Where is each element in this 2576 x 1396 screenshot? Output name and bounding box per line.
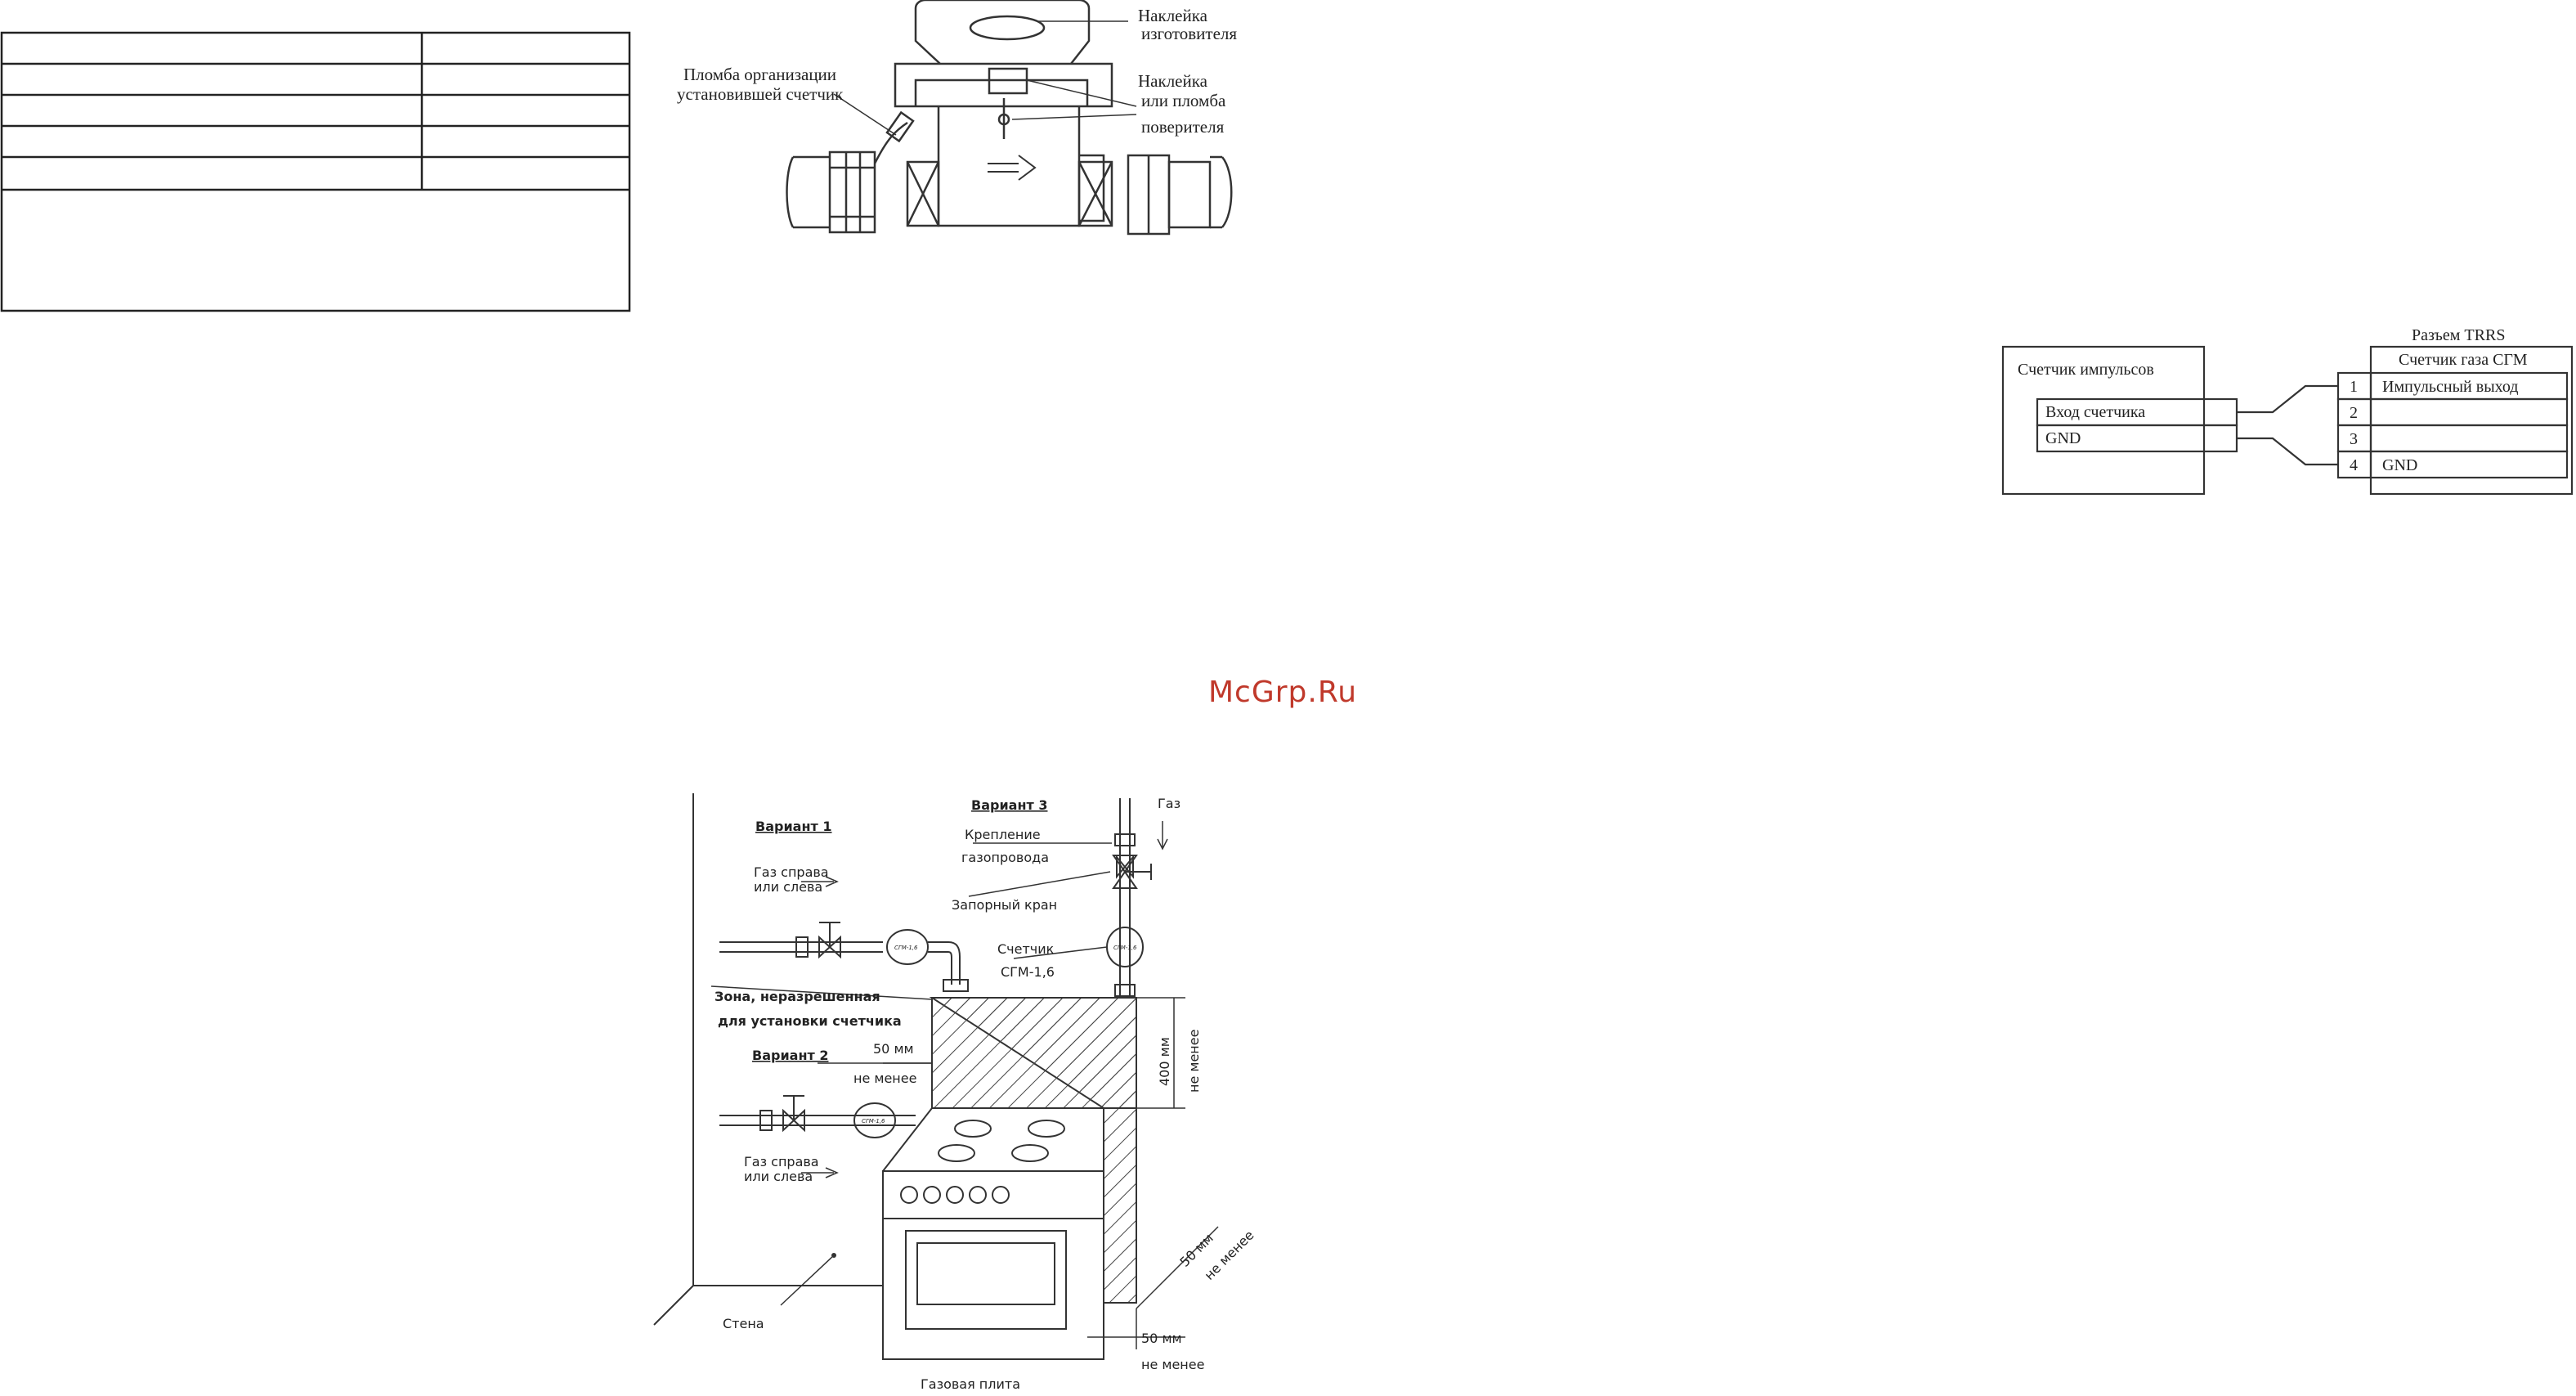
meter-badge-variant-1: СГМ-1,6 (894, 945, 918, 951)
manufacturer-sticker-label-1: Наклейка (1138, 6, 1208, 25)
trrs-pin-1-num: 1 (2350, 378, 2358, 396)
meter-badge-variant-2: СГМ-1,6 (862, 1118, 885, 1124)
variant-2-label: Вариант 2 (752, 1048, 828, 1063)
forbidden-zone-line-2: для установки счетчика (718, 1013, 902, 1029)
gas-label: Газ (1158, 796, 1180, 811)
meter-seal-figure: Наклейка изготовителя Наклейка или пломб… (677, 0, 1237, 236)
empty-table (0, 31, 631, 312)
gas-side-1-line-1: Газ справа (754, 864, 829, 880)
gas-side-2-line-2: или слева (744, 1169, 813, 1184)
trrs-pin-4-label: GND (2382, 456, 2417, 474)
verifier-seal-label-3: поверителя (1141, 117, 1225, 137)
gas-side-1-line-2: или слева (754, 879, 822, 895)
dim-400-line-2: не менее (1186, 1030, 1202, 1093)
pipe-mount-line-1: Крепление (965, 827, 1041, 842)
forbidden-zone-line-1: Зона, неразрешенная (715, 989, 880, 1004)
gas-side-2-line-1: Газ справа (744, 1154, 819, 1169)
trrs-pin-2-num: 2 (2350, 404, 2358, 422)
install-seal-label-1: Пломба организации (683, 65, 836, 84)
trrs-meter-title: Счетчик газа СГМ (2399, 351, 2528, 369)
meter-badge-variant-3: СГМ-1,6 (1113, 945, 1137, 951)
wall-label: Стена (723, 1316, 764, 1331)
watermark: McGrp.Ru (1208, 676, 1358, 709)
verifier-seal-label-1: Наклейка (1138, 71, 1208, 91)
dim-400-line-1: 400 мм (1157, 1037, 1172, 1086)
dim-50-top-line-1: 50 мм (873, 1041, 914, 1057)
trrs-counter-gnd: GND (2045, 429, 2081, 447)
trrs-pin-1-label: Импульсный выход (2382, 378, 2518, 396)
dim-50-top-line-2: не менее (853, 1071, 916, 1086)
manufacturer-sticker-label-2: изготовителя (1141, 24, 1237, 43)
dim-50-bottom-line-1: 50 мм (1141, 1331, 1182, 1346)
dim-50-bottom-line-2: не менее (1141, 1357, 1204, 1372)
trrs-pin-3-num: 3 (2350, 430, 2358, 448)
install-seal-label-2: установившей счетчик (677, 84, 844, 104)
shutoff-valve-label: Запорный кран (952, 897, 1057, 913)
trrs-counter-input: Вход счетчика (2045, 403, 2145, 421)
trrs-connection-figure: Разъем TRRS Счетчик газа СГМ Счетчик имп… (2001, 326, 2574, 496)
installation-diagram: Вариант 1 Вариант 2 Вариант 3 Газ справа… (653, 793, 1257, 1392)
trrs-connector-title: Разъем TRRS (2412, 326, 2505, 344)
meter-label-line-2: СГМ-1,6 (1001, 964, 1055, 980)
pipe-mount-line-2: газопровода (961, 850, 1049, 865)
meter-label-line-1: Счетчик (997, 941, 1055, 957)
variant-1-label: Вариант 1 (755, 819, 831, 834)
trrs-counter-title: Счетчик импульсов (2018, 361, 2154, 379)
variant-3-label: Вариант 3 (971, 797, 1047, 813)
stove-label: Газовая плита (921, 1376, 1020, 1392)
trrs-pin-4-num: 4 (2350, 456, 2358, 474)
verifier-seal-label-2: или пломба (1141, 91, 1226, 110)
